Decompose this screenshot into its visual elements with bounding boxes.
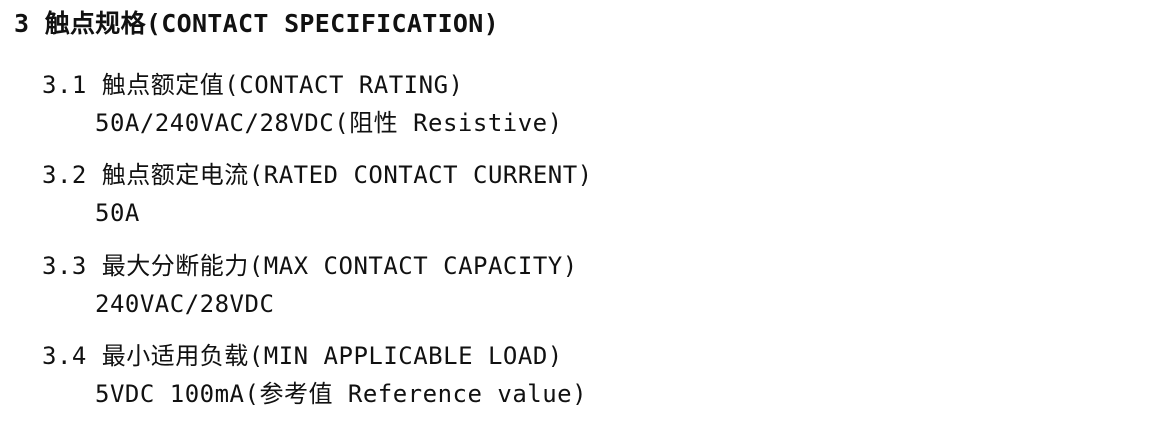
spec-value: 5VDC 100mA(参考值 Reference value) bbox=[95, 380, 588, 408]
spec-item-contact-rating: 3.1 触点额定值(CONTACT RATING) 50A/240VAC/28V… bbox=[42, 66, 1122, 142]
spec-value: 240VAC/28VDC bbox=[95, 290, 275, 318]
spec-value: 50A bbox=[95, 199, 140, 227]
spec-heading: 3.3 最大分断能力(MAX CONTACT CAPACITY) bbox=[42, 252, 578, 280]
section-title: 3 触点规格(CONTACT SPECIFICATION) bbox=[14, 9, 499, 38]
spec-item-min-applicable-load: 3.4 最小适用负载(MIN APPLICABLE LOAD) 5VDC 100… bbox=[42, 337, 1122, 413]
spec-heading: 3.1 触点额定值(CONTACT RATING) bbox=[42, 71, 464, 99]
spec-item-rated-contact-current: 3.2 触点额定电流(RATED CONTACT CURRENT) 50A bbox=[42, 156, 1122, 232]
spec-value: 50A/240VAC/28VDC(阻性 Resistive) bbox=[95, 109, 563, 137]
spec-item-max-contact-capacity: 3.3 最大分断能力(MAX CONTACT CAPACITY) 240VAC/… bbox=[42, 247, 1122, 323]
spec-heading: 3.4 最小适用负载(MIN APPLICABLE LOAD) bbox=[42, 342, 563, 370]
spec-heading: 3.2 触点额定电流(RATED CONTACT CURRENT) bbox=[42, 161, 593, 189]
